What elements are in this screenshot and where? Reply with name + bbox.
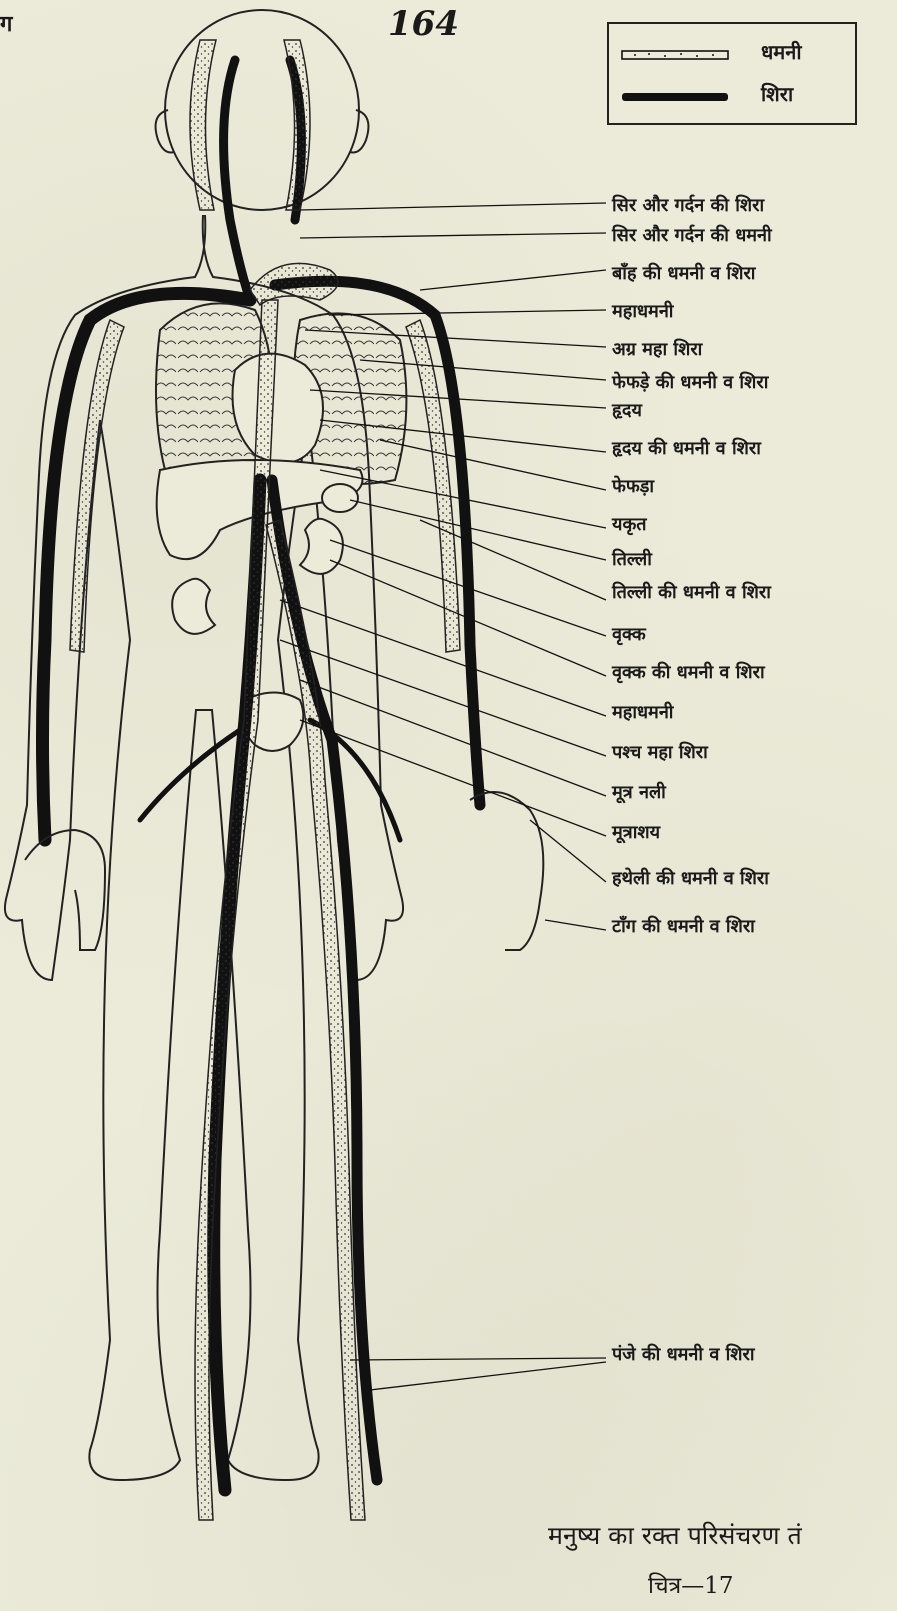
label-palm-artery-vein: हथेली की धमनी व शिरा xyxy=(612,866,769,890)
label-pulmonary-artery-vein: फेफड़े की धमनी व शिरा xyxy=(612,370,768,394)
figure-number: चित्र—17 xyxy=(648,1568,734,1600)
label-aorta-lower: महाधमनी xyxy=(612,700,673,724)
label-kidney: वृक्क xyxy=(612,622,646,646)
label-heart-artery-vein: हृदय की धमनी व शिरा xyxy=(612,436,761,460)
label-leg-artery-vein: टाँग की धमनी व शिरा xyxy=(612,914,755,938)
palms xyxy=(25,792,543,950)
label-foot-artery-vein: पंजे की धमनी व शिरा xyxy=(612,1342,755,1366)
label-superior-vena-cava: अग्र महा शिरा xyxy=(612,337,702,361)
label-bladder: मूत्राशय xyxy=(612,820,660,844)
label-aorta-upper: महाधमनी xyxy=(612,299,673,323)
label-liver: यकृत xyxy=(612,512,647,536)
label-head-neck-vein: सिर और गर्दन की शिरा xyxy=(612,193,764,217)
label-lung: फेफड़ा xyxy=(612,474,654,498)
arteries xyxy=(70,40,460,1520)
label-head-neck-artery: सिर और गर्दन की धमनी xyxy=(612,223,772,247)
figure-caption: मनुष्य का रक्त परिसंचरण तं xyxy=(548,1518,802,1552)
spleen-shape xyxy=(322,484,358,512)
label-inferior-vena-cava: पश्च महा शिरा xyxy=(612,740,708,764)
label-spleen: तिल्ली xyxy=(612,547,652,571)
label-ureter: मूत्र नली xyxy=(612,780,666,804)
kidney-left xyxy=(172,579,215,634)
kidney-right xyxy=(300,519,343,574)
label-kidney-artery-vein: वृक्क की धमनी व शिरा xyxy=(612,660,765,684)
label-arm-artery-vein: बाँह की धमनी व शिरा xyxy=(612,261,755,285)
veins xyxy=(43,60,481,1490)
label-spleen-artery-vein: तिल्ली की धमनी व शिरा xyxy=(612,580,771,604)
label-heart: हृदय xyxy=(612,398,642,422)
